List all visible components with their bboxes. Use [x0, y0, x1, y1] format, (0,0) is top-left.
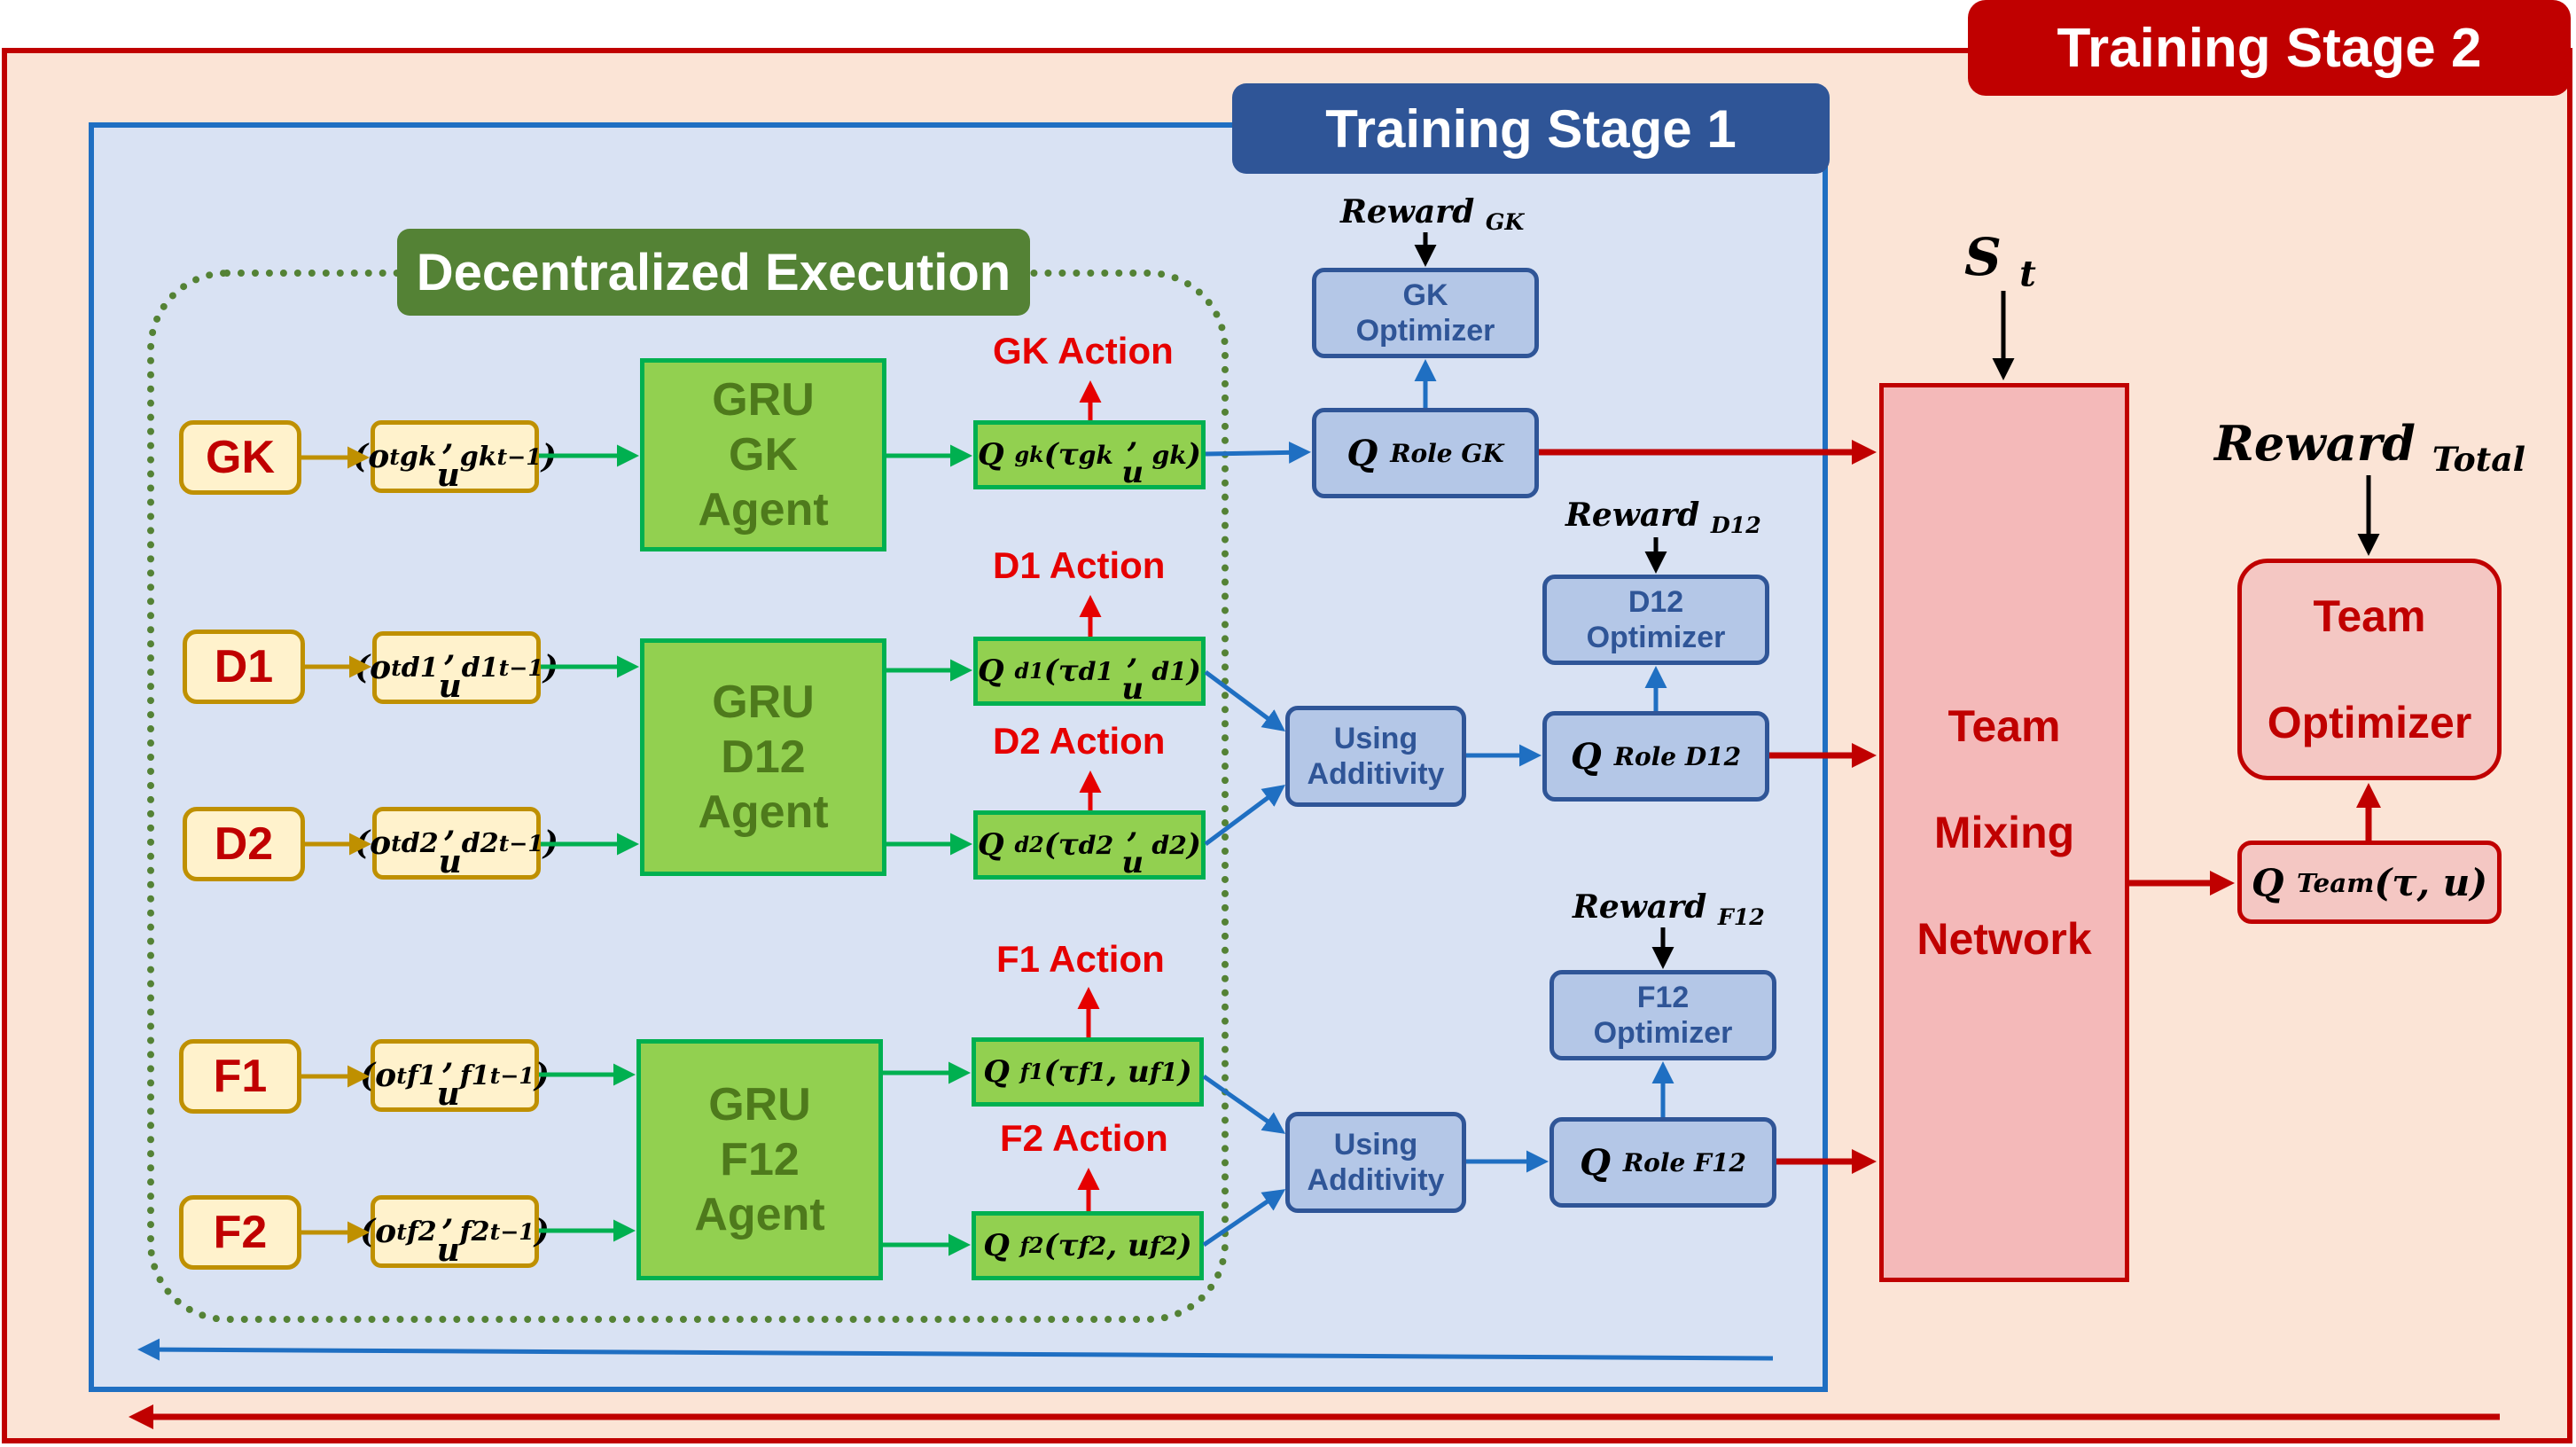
stage1-backprop-arrow	[137, 1338, 1774, 1361]
q-role-f12: Q Role F12	[1550, 1117, 1776, 1208]
q-role-gk: Q Role GK	[1312, 408, 1539, 498]
reward-f12-label: Reward F12	[1573, 888, 1765, 931]
player-f2: F2	[179, 1195, 301, 1270]
q-team-box: Q Team(τ, u)	[2237, 841, 2502, 924]
training-stage-1-label: Training Stage 1	[1232, 83, 1830, 174]
action-label-f1: F1 Action	[996, 938, 1165, 980]
player-gk: GK	[179, 420, 301, 495]
player-f1: F1	[179, 1039, 301, 1114]
player-d1: D1	[183, 630, 305, 704]
action-label-gk: GK Action	[993, 330, 1174, 372]
q-role-d12: Q Role D12	[1542, 711, 1769, 802]
reward-total-label: Reward Total	[2214, 415, 2526, 479]
action-label-d2: D2 Action	[993, 720, 1166, 762]
action-label-f2: F2 Action	[1000, 1117, 1168, 1159]
reward-gk-label: Reward GK	[1340, 193, 1525, 236]
player-d2: D2	[183, 807, 305, 881]
training-stage-2-label: Training Stage 2	[1968, 0, 2571, 96]
state-label: S t	[1964, 227, 2036, 295]
decentralized-execution-label: Decentralized Execution	[397, 229, 1030, 316]
action-label-d1: D1 Action	[993, 544, 1166, 586]
reward-d12-label: Reward D12	[1565, 497, 1761, 539]
